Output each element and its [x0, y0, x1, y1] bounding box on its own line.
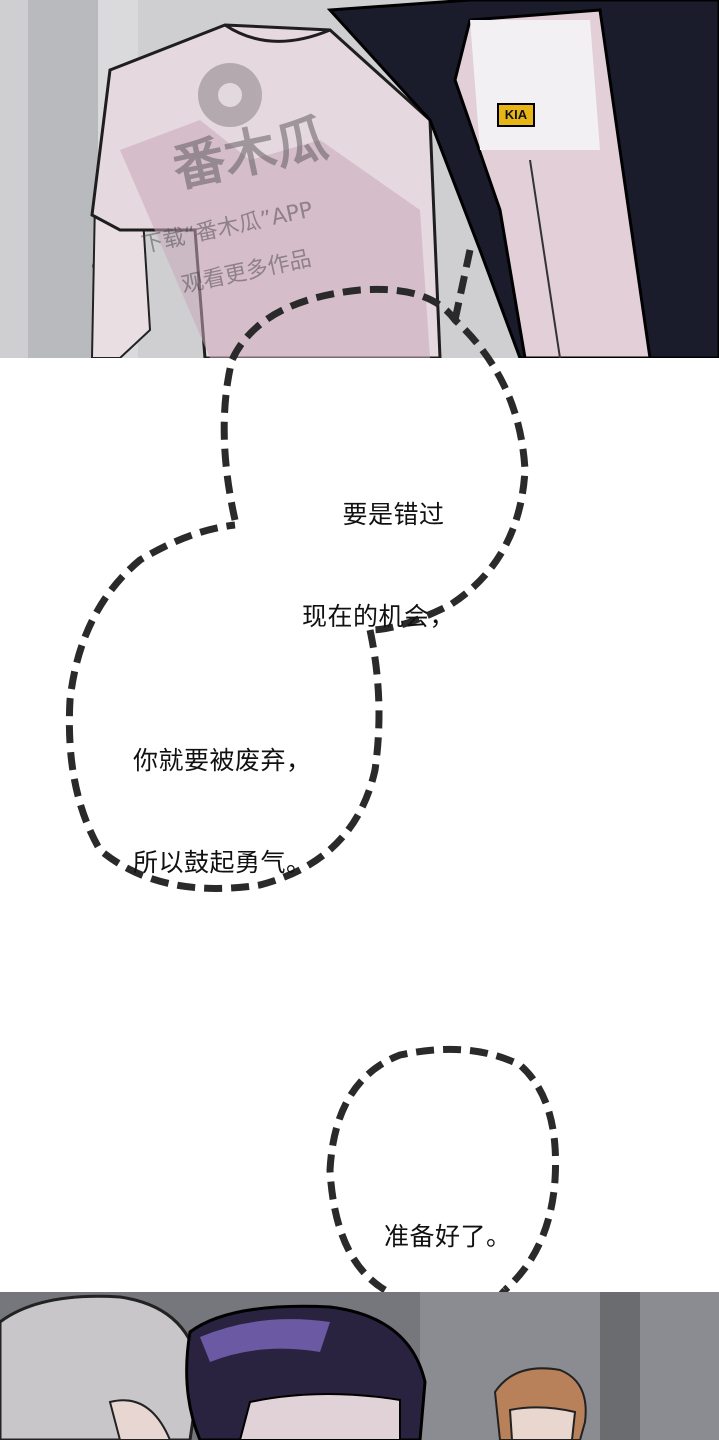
door-frame [28, 0, 98, 358]
jacket-patch [497, 103, 535, 127]
speech-bubble-2-line1: 你就要被废弃， [133, 746, 312, 775]
speech-bubble-2-line2: 所以鼓起勇气。 [133, 848, 312, 877]
speech-bubble-3-text: 准备好了。 [384, 1152, 512, 1288]
bottom-panel-art [0, 1292, 719, 1440]
top-panel-art [0, 0, 719, 358]
top-comic-panel: KIA 番木瓜 下载“番木瓜”APP 观看更多作品 [0, 0, 719, 358]
speech-bubble-1-line1: 要是错过 [342, 500, 445, 529]
jacket-patch-label: KIA [504, 107, 528, 122]
speech-bubble-1-line2: 现在的机会， [302, 602, 456, 631]
bottom-comic-panel [0, 1292, 719, 1440]
speech-bubble-1-text: 要是错过 现在的机会， [302, 430, 455, 668]
character-left-hair [0, 1294, 202, 1440]
speech-bubble-3-line1: 准备好了。 [384, 1222, 512, 1251]
speech-bubble-2-text: 你就要被废弃， 所以鼓起勇气。 [133, 676, 312, 914]
watermark-logo-icon [198, 63, 262, 127]
